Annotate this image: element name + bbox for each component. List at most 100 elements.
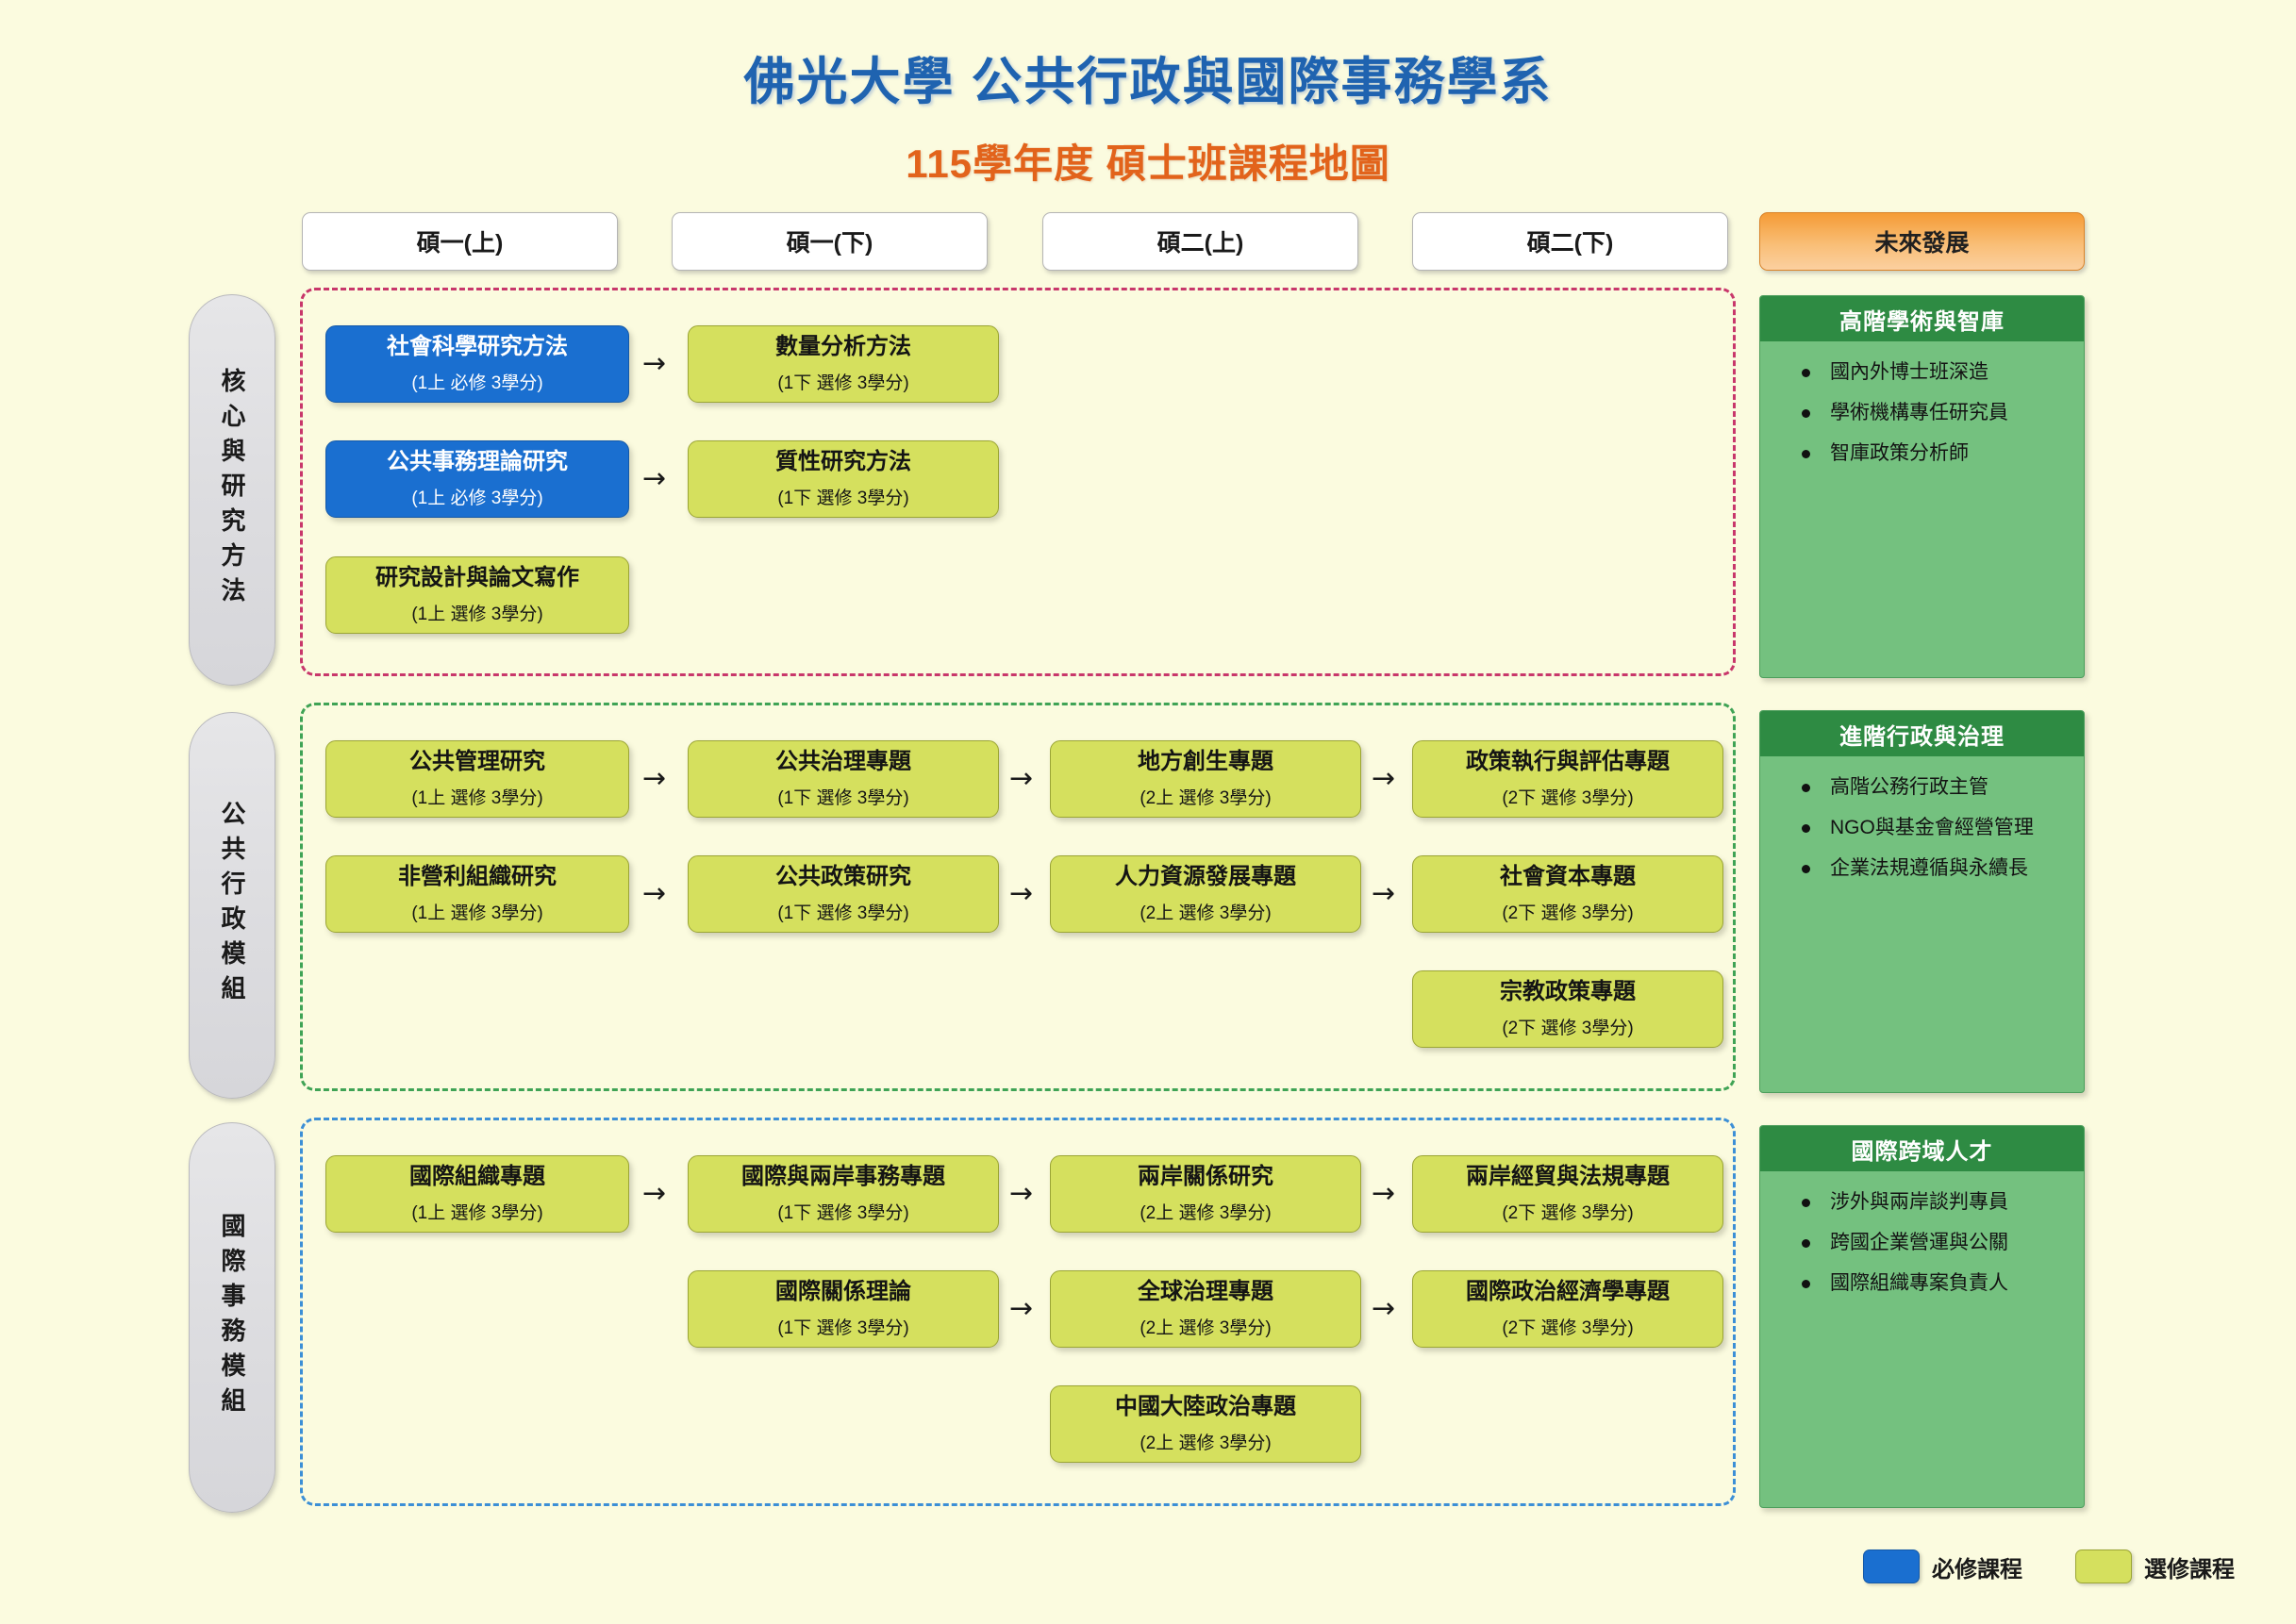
course-name: 國際關係理論	[775, 1279, 911, 1305]
course-name: 宗教政策專題	[1500, 979, 1636, 1005]
course-meta: (2上 選修 3學分)	[1140, 787, 1272, 808]
course-name: 數量分析方法	[775, 334, 911, 360]
course-meta: (1下 選修 3學分)	[777, 903, 909, 923]
course-meta: (1上 選修 3學分)	[411, 1202, 543, 1223]
legend-label-elective: 選修課程	[2144, 1556, 2235, 1583]
row-label-core-research: 核心與研究方法	[189, 294, 275, 686]
course-name: 質性研究方法	[775, 449, 911, 475]
course-name: 兩岸經貿與法規專題	[1466, 1164, 1670, 1190]
course-meta: (1下 選修 3學分)	[777, 1202, 909, 1223]
list-item: 國內外博士班深造	[1802, 360, 2084, 384]
course-card[interactable]: 中國大陸政治專題 (2上 選修 3學分)	[1050, 1385, 1361, 1463]
course-card[interactable]: 質性研究方法 (1下 選修 3學分)	[688, 440, 999, 518]
flow-arrow-icon: →	[1009, 877, 1034, 910]
legend: 必修課程 選修課程	[1863, 1549, 2235, 1583]
course-meta: (2下 選修 3學分)	[1502, 903, 1634, 923]
course-card[interactable]: 國際組織專題 (1上 選修 3學分)	[325, 1155, 629, 1233]
list-item: 國際組織專案負責人	[1802, 1271, 2084, 1295]
course-name: 公共事務理論研究	[387, 449, 568, 475]
course-meta: (1上 必修 3學分)	[411, 373, 543, 393]
flow-arrow-icon: →	[1009, 762, 1034, 795]
legend-swatch-required-icon	[1863, 1549, 1920, 1583]
legend-swatch-elective-icon	[2075, 1549, 2132, 1583]
legend-item-required: 必修課程	[1863, 1549, 2022, 1583]
legend-item-elective: 選修課程	[2075, 1549, 2235, 1583]
course-card[interactable]: 社會科學研究方法 (1上 必修 3學分)	[325, 325, 629, 403]
legend-label-required: 必修課程	[1932, 1556, 2022, 1583]
flow-arrow-icon: →	[642, 877, 667, 910]
course-meta: (2上 選修 3學分)	[1140, 1433, 1272, 1453]
course-meta: (1上 選修 3學分)	[411, 903, 543, 923]
course-card[interactable]: 非營利組織研究 (1上 選修 3學分)	[325, 855, 629, 933]
course-name: 公共政策研究	[775, 864, 911, 890]
course-card[interactable]: 公共事務理論研究 (1上 必修 3學分)	[325, 440, 629, 518]
column-header-sem2-fall[interactable]: 碩二(上)	[1042, 212, 1358, 271]
course-name: 公共治理專題	[775, 749, 911, 775]
course-name: 人力資源發展專題	[1115, 864, 1296, 890]
course-name: 公共管理研究	[409, 749, 545, 775]
course-card[interactable]: 國際關係理論 (1下 選修 3學分)	[688, 1270, 999, 1348]
row-label-text: 核心與研究方法	[218, 368, 246, 612]
future-panel-items: 高階公務行政主管 NGO與基金會經營管理 企業法規遵循與永續長	[1760, 756, 2084, 881]
course-card[interactable]: 政策執行與評估專題 (2下 選修 3學分)	[1412, 740, 1723, 818]
course-name: 研究設計與論文寫作	[375, 565, 579, 591]
course-meta: (1上 必修 3學分)	[411, 488, 543, 508]
column-header-sem1-spring[interactable]: 碩一(下)	[672, 212, 988, 271]
row-zone-public-admin	[300, 703, 1736, 1091]
course-meta: (1下 選修 3學分)	[777, 1317, 909, 1338]
future-panel-governance[interactable]: 進階行政與治理 高階公務行政主管 NGO與基金會經營管理 企業法規遵循與永續長	[1759, 710, 2085, 1093]
course-card[interactable]: 公共管理研究 (1上 選修 3學分)	[325, 740, 629, 818]
row-label-international-affairs: 國際事務模組	[189, 1122, 275, 1513]
row-label-text: 國際事務模組	[218, 1213, 246, 1422]
course-meta: (2上 選修 3學分)	[1140, 903, 1272, 923]
course-meta: (2下 選修 3學分)	[1502, 1202, 1634, 1223]
column-header-sem1-fall[interactable]: 碩一(上)	[302, 212, 618, 271]
column-header-sem2-spring[interactable]: 碩二(下)	[1412, 212, 1728, 271]
future-panel-academic[interactable]: 高階學術與智庫 國內外博士班深造 學術機構專任研究員 智庫政策分析師	[1759, 295, 2085, 678]
flow-arrow-icon: →	[1009, 1292, 1034, 1325]
course-name: 地方創生專題	[1138, 749, 1273, 775]
flow-arrow-icon: →	[1009, 1177, 1034, 1210]
flow-arrow-icon: →	[1372, 877, 1396, 910]
course-card[interactable]: 國際與兩岸事務專題 (1下 選修 3學分)	[688, 1155, 999, 1233]
page-title: 佛光大學 公共行政與國際事務學系	[743, 54, 1553, 110]
flow-arrow-icon: →	[1372, 1292, 1396, 1325]
future-panel-international[interactable]: 國際跨域人才 涉外與兩岸談判專員 跨國企業營運與公關 國際組織專案負責人	[1759, 1125, 2085, 1508]
course-card[interactable]: 地方創生專題 (2上 選修 3學分)	[1050, 740, 1361, 818]
course-name: 非營利組織研究	[398, 864, 557, 890]
course-card[interactable]: 兩岸關係研究 (2上 選修 3學分)	[1050, 1155, 1361, 1233]
course-meta: (2下 選修 3學分)	[1502, 787, 1634, 808]
course-meta: (2上 選修 3學分)	[1140, 1202, 1272, 1223]
course-card[interactable]: 公共政策研究 (1下 選修 3學分)	[688, 855, 999, 933]
flow-arrow-icon: →	[642, 347, 667, 380]
course-meta: (1上 選修 3學分)	[411, 604, 543, 624]
course-name: 社會資本專題	[1500, 864, 1636, 890]
course-card[interactable]: 兩岸經貿與法規專題 (2下 選修 3學分)	[1412, 1155, 1723, 1233]
course-card[interactable]: 國際政治經濟學專題 (2下 選修 3學分)	[1412, 1270, 1723, 1348]
flow-arrow-icon: →	[1372, 1177, 1396, 1210]
row-label-public-admin: 公共行政模組	[189, 712, 275, 1099]
course-card[interactable]: 全球治理專題 (2上 選修 3學分)	[1050, 1270, 1361, 1348]
course-card[interactable]: 宗教政策專題 (2下 選修 3學分)	[1412, 970, 1723, 1048]
course-name: 中國大陸政治專題	[1115, 1394, 1296, 1420]
list-item: NGO與基金會經營管理	[1802, 816, 2084, 839]
course-name: 兩岸關係研究	[1138, 1164, 1273, 1190]
flow-arrow-icon: →	[642, 1177, 667, 1210]
course-card[interactable]: 社會資本專題 (2下 選修 3學分)	[1412, 855, 1723, 933]
future-panel-title: 進階行政與治理	[1760, 711, 2084, 756]
course-card[interactable]: 數量分析方法 (1下 選修 3學分)	[688, 325, 999, 403]
list-item: 跨國企業營運與公關	[1802, 1231, 2084, 1254]
row-zone-core-research	[300, 288, 1736, 676]
list-item: 學術機構專任研究員	[1802, 401, 2084, 424]
course-name: 國際組織專題	[409, 1164, 545, 1190]
list-item: 企業法規遵循與永續長	[1802, 856, 2084, 880]
list-item: 涉外與兩岸談判專員	[1802, 1190, 2084, 1214]
course-card[interactable]: 公共治理專題 (1下 選修 3學分)	[688, 740, 999, 818]
course-card[interactable]: 研究設計與論文寫作 (1上 選修 3學分)	[325, 556, 629, 634]
course-card[interactable]: 人力資源發展專題 (2上 選修 3學分)	[1050, 855, 1361, 933]
column-header-future[interactable]: 未來發展	[1759, 212, 2085, 271]
course-name: 全球治理專題	[1138, 1279, 1273, 1305]
flow-arrow-icon: →	[1372, 762, 1396, 795]
future-panel-title: 高階學術與智庫	[1760, 296, 2084, 341]
flow-arrow-icon: →	[642, 462, 667, 495]
